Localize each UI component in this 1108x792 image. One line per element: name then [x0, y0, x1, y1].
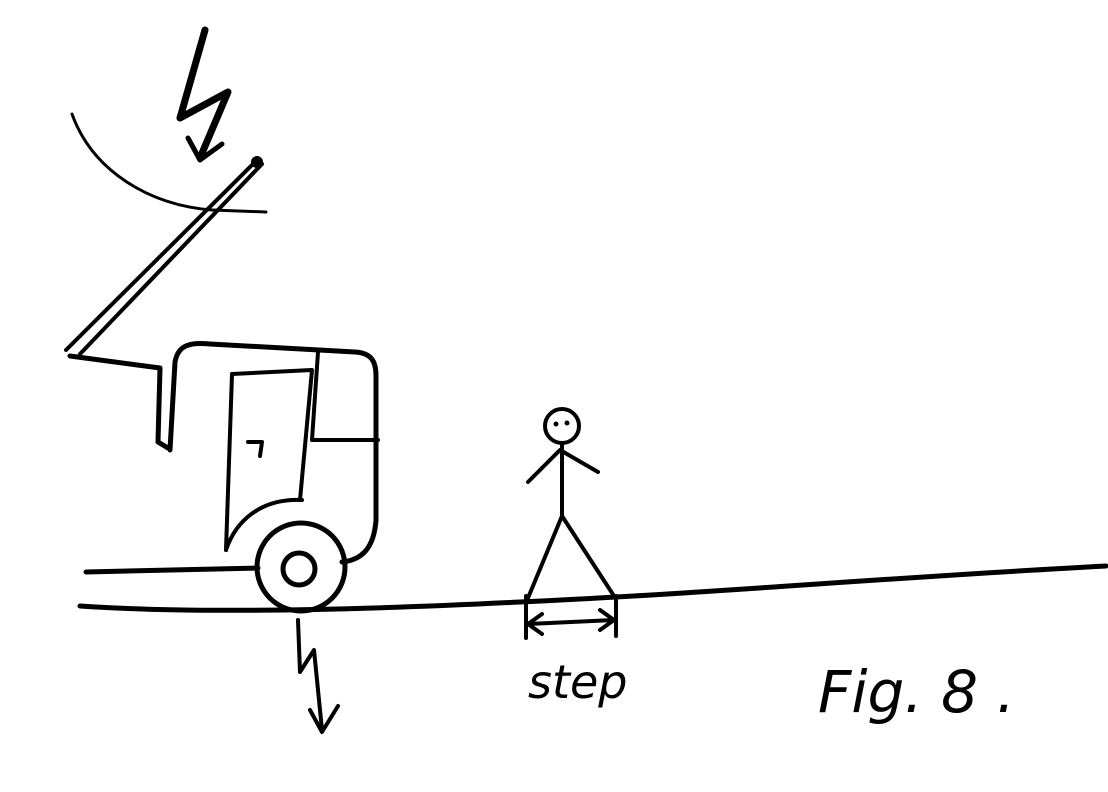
- boom-tip: [251, 156, 263, 168]
- step-label: step: [528, 655, 628, 709]
- figure-caption: Fig. 8 .: [818, 658, 1015, 726]
- ground-line: [77, 563, 1108, 613]
- person-head: [543, 407, 581, 445]
- crane-boom: [64, 156, 264, 356]
- vehicle-body: [67, 341, 380, 565]
- ground-discharge-arrow-icon: [296, 618, 340, 734]
- step-dimension-arrow: [524, 594, 618, 640]
- lightning-bolt-icon: [176, 26, 232, 163]
- wheel: [254, 520, 348, 614]
- overhead-power-line: [70, 112, 268, 214]
- stick-figure-person: [526, 407, 616, 600]
